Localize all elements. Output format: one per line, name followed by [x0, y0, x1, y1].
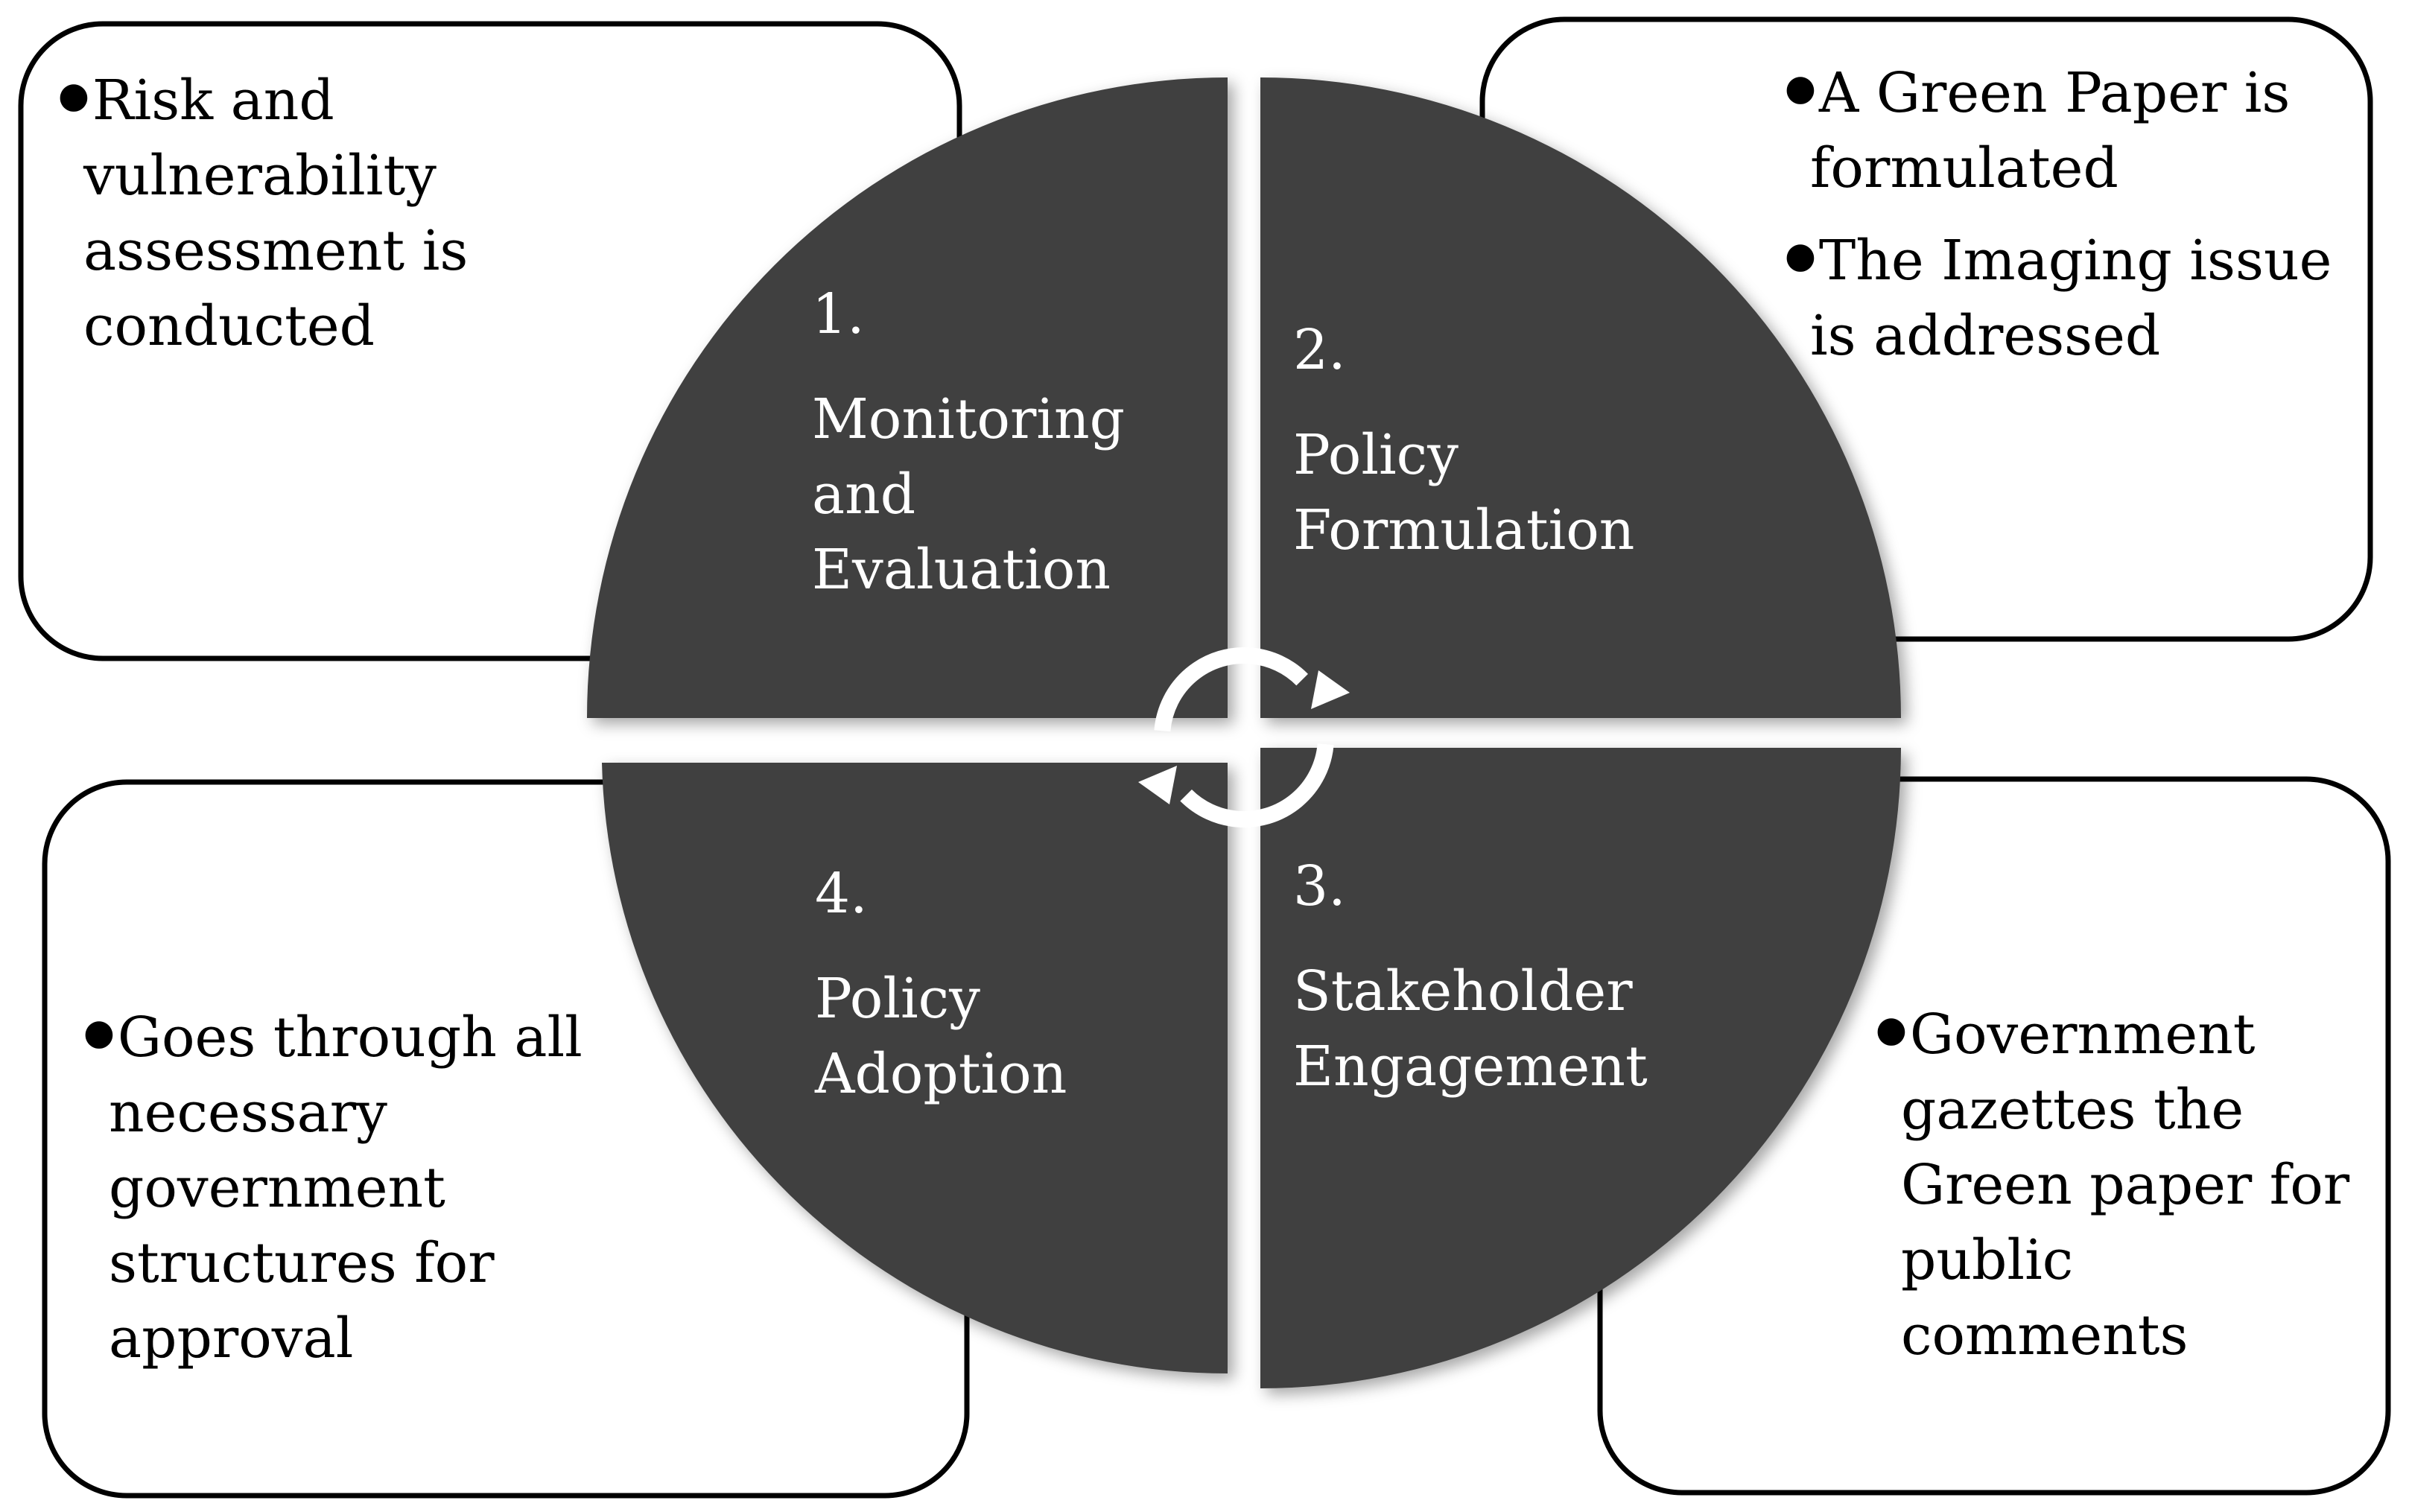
- bullet-line: Risk and: [92, 69, 334, 133]
- box-bottom-right-text: ●Government gazettes the Green paper for…: [1876, 992, 2349, 1373]
- bullet-line: Government: [1909, 1003, 2256, 1067]
- bullet-icon: ●: [1876, 1008, 1907, 1050]
- bullet-line: is addressed: [1810, 304, 2161, 368]
- segment-policy-adoption: [602, 763, 1228, 1373]
- segment-2-number: 2.: [1293, 318, 1346, 382]
- bullet-line: gazettes the: [1901, 1078, 2244, 1142]
- bullet-item: ●A Green Paper is formulated: [1785, 51, 2332, 206]
- segment-stakeholder-engagement: [1260, 748, 1901, 1388]
- bullet-item: ●Goes through all necessary government s…: [83, 995, 583, 1376]
- bullet-line: The Imaging issue: [1818, 229, 2332, 293]
- segment-monitoring-evaluation: [587, 77, 1228, 718]
- segment-2-title-line: Formulation: [1293, 498, 1635, 562]
- box-top-right-text: ●A Green Paper is formulated ●The Imagin…: [1785, 51, 2332, 374]
- segment-3-title-line: Stakeholder: [1293, 959, 1633, 1023]
- bullet-line: necessary: [109, 1081, 387, 1145]
- segment-4-title-line: Adoption: [815, 1042, 1067, 1106]
- bullet-item: ●Risk and vulnerability assessment is co…: [58, 58, 468, 364]
- segment-3-label: 3. Stakeholder Engagement: [1293, 849, 1648, 1105]
- bullet-line: conducted: [83, 294, 375, 358]
- bullet-line: public: [1901, 1228, 2074, 1292]
- box-top-left-text: ●Risk and vulnerability assessment is co…: [58, 58, 468, 364]
- bullet-line: vulnerability: [83, 144, 437, 208]
- segment-4-title-line: Policy: [815, 967, 980, 1031]
- bullet-line: A Green Paper is: [1818, 61, 2291, 125]
- bullet-line: assessment is: [83, 219, 469, 283]
- segment-1-title-line: and: [812, 463, 916, 527]
- segment-2-title-line: Policy: [1293, 423, 1459, 487]
- segment-3-title-line: Engagement: [1293, 1035, 1648, 1099]
- segment-4-label: 4. Policy Adoption: [815, 857, 1067, 1112]
- segment-1-title-line: Evaluation: [812, 538, 1111, 602]
- bullet-line: formulated: [1810, 136, 2118, 200]
- bullet-line: Green paper for: [1901, 1153, 2350, 1217]
- bullet-icon: ●: [1785, 235, 1816, 276]
- segment-4-number: 4.: [815, 862, 868, 926]
- bullet-line: approval: [109, 1306, 354, 1370]
- segment-policy-formulation: [1260, 77, 1901, 718]
- bullet-line: Goes through all: [117, 1006, 583, 1070]
- segment-1-number: 1.: [812, 282, 865, 346]
- segment-1-title-line: Monitoring: [812, 387, 1126, 451]
- box-bottom-left-text: ●Goes through all necessary government s…: [83, 995, 583, 1376]
- bullet-icon: ●: [1785, 67, 1816, 109]
- segment-2-label: 2. Policy Formulation: [1293, 313, 1634, 568]
- bullet-item: ●The Imaging issue is addressed: [1785, 218, 2332, 374]
- segment-1-label: 1. Monitoring and Evaluation: [812, 277, 1125, 608]
- segment-3-number: 3.: [1293, 854, 1346, 918]
- bullet-item: ●Government gazettes the Green paper for…: [1876, 992, 2349, 1373]
- bullet-icon: ●: [58, 74, 89, 116]
- circular-arrows-icon: [1138, 647, 1350, 828]
- bullet-line: comments: [1901, 1303, 2189, 1368]
- bullet-line: government: [109, 1156, 445, 1220]
- bullet-line: structures for: [109, 1231, 495, 1295]
- bullet-icon: ●: [83, 1011, 115, 1053]
